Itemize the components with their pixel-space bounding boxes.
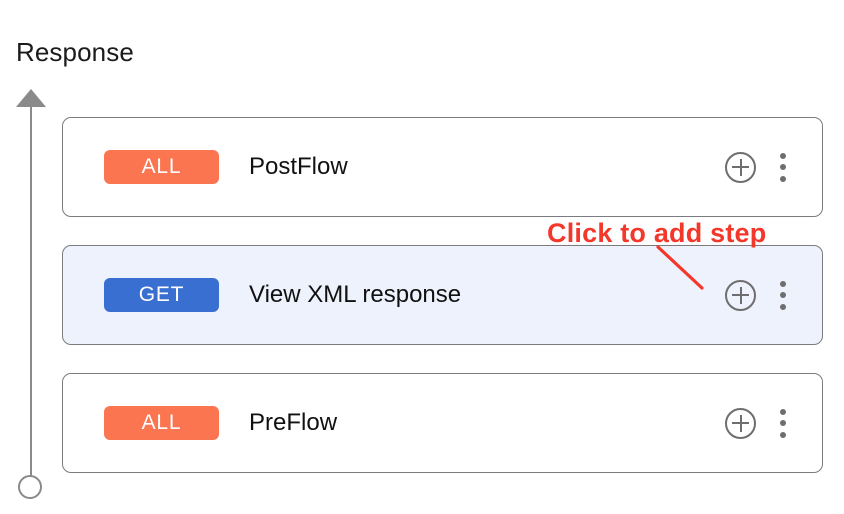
kebab-dot	[780, 303, 786, 310]
kebab-menu-icon[interactable]	[779, 152, 787, 182]
plus-circle-icon[interactable]	[725, 279, 756, 311]
flow-row[interactable]: ALL PreFlow	[62, 373, 823, 473]
kebab-dot	[780, 280, 786, 287]
plus-circle-ring	[725, 279, 756, 311]
kebab-dot	[780, 292, 786, 298]
row-method-badge: GET	[104, 278, 219, 312]
row-method-badge: ALL	[104, 406, 219, 440]
kebab-menu-icon[interactable]	[779, 280, 787, 310]
plus-bar-vertical	[739, 286, 742, 304]
plus-bar-vertical	[739, 158, 742, 176]
flow-row[interactable]: GET View XML response	[62, 245, 823, 345]
row-label: PostFlow	[249, 153, 348, 180]
flow-row[interactable]: ALL PostFlow	[62, 117, 823, 217]
kebab-dot	[780, 152, 786, 159]
row-actions	[725, 151, 787, 183]
plus-circle-icon[interactable]	[725, 151, 756, 183]
row-label: View XML response	[249, 281, 462, 308]
row-actions	[725, 279, 787, 311]
plus-circle-ring	[725, 151, 756, 183]
row-actions	[725, 407, 787, 439]
kebab-dot	[780, 164, 786, 170]
timeline-line	[30, 98, 32, 488]
flow-timeline-axis	[0, 80, 64, 505]
row-label: PreFlow	[249, 409, 338, 436]
row-method-badge: ALL	[104, 150, 219, 184]
plus-circle-icon[interactable]	[725, 407, 756, 439]
annotation-label: Click to add step	[547, 218, 767, 248]
kebab-dot	[780, 420, 786, 426]
plus-bar-vertical	[739, 414, 742, 432]
kebab-dot	[780, 408, 786, 415]
page-title: Response	[16, 37, 134, 68]
flow-row-list: ALL PostFlow GET View XML response	[62, 117, 823, 473]
circle-endpoint-icon	[18, 475, 42, 499]
kebab-dot	[780, 175, 786, 182]
plus-circle-ring	[725, 407, 756, 439]
kebab-dot	[780, 431, 786, 438]
kebab-menu-icon[interactable]	[779, 408, 787, 438]
